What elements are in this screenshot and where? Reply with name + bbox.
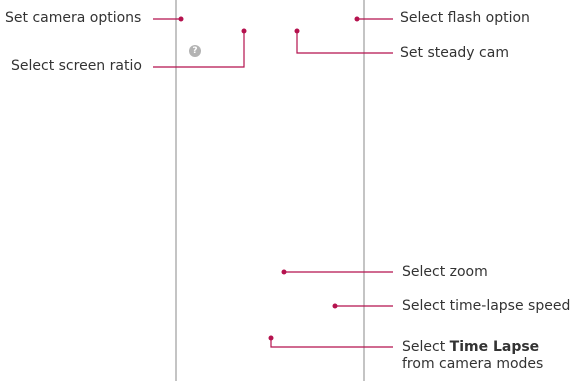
- label-select-zoom: Select zoom: [402, 264, 488, 280]
- label-from-camera-modes: from camera modes: [402, 356, 544, 372]
- time-lapse-mode-dot: [268, 335, 274, 341]
- label-set-steady-cam: Set steady cam: [400, 45, 509, 61]
- flash-option-dot: [354, 16, 360, 22]
- time-lapse-speed-dot: [332, 303, 338, 309]
- zoom-dot: [281, 269, 287, 275]
- label-select-screen-ratio: Select screen ratio: [11, 58, 142, 74]
- steady-cam-dot: [294, 28, 300, 34]
- time-lapse-mode-leader: [270, 338, 393, 348]
- camera-options-dot: [178, 16, 184, 22]
- help-icon: ?: [189, 45, 201, 57]
- time-lapse-prefix: Select: [402, 339, 450, 355]
- steady-cam-leader: [296, 31, 393, 54]
- time-lapse-bold: Time Lapse: [449, 339, 540, 355]
- label-select-flash-option: Select flash option: [400, 10, 530, 26]
- screen-ratio-dot: [241, 28, 247, 34]
- label-select-time-lapse-speed: Select time-lapse speed: [402, 298, 571, 314]
- label-set-camera-options: Set camera options: [5, 10, 142, 26]
- screen-ratio-leader: [153, 31, 245, 68]
- label-select-time-lapse-mode: Select Time Lapse: [402, 339, 539, 356]
